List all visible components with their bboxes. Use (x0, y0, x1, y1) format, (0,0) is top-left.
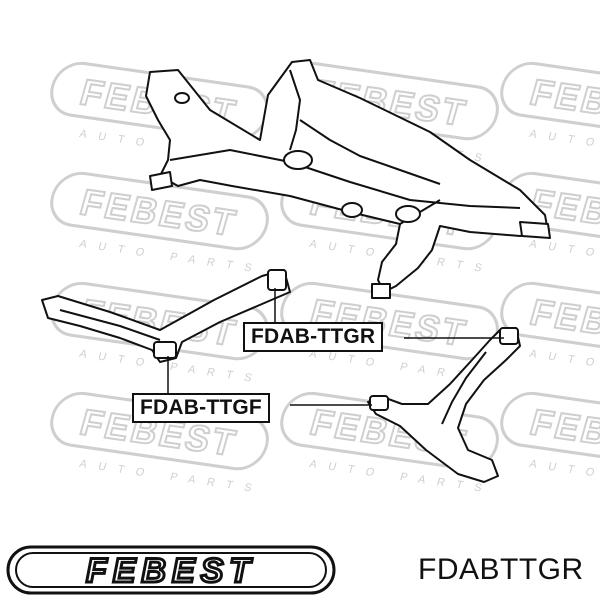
leader-lines (167, 288, 504, 406)
febest-logo: FEBEST (6, 545, 336, 595)
left-control-arm-drawing (41, 269, 291, 363)
watermark-tagline: AUTO PARTS (528, 348, 600, 386)
callout-fdab-ttgr: FDAB-TTGR (243, 322, 384, 352)
part-number: FDABTTGR (418, 553, 584, 586)
watermark-frame (500, 391, 600, 471)
callout-fdab-ttgf: FDAB-TTGF (132, 393, 270, 423)
watermark-tagline: AUTO PARTS (78, 238, 265, 276)
watermark-tagline: AUTO PARTS (528, 238, 600, 276)
watermark-tagline: AUTO PARTS (528, 458, 600, 496)
watermark-tagline: AUTO PARTS (528, 128, 600, 166)
subframe-drawing (145, 59, 551, 299)
watermark-brand: FEBEST (76, 181, 243, 244)
febest-logo-text: FEBEST (86, 552, 256, 590)
watermark-frame (500, 61, 600, 141)
right-control-arm-drawing (367, 327, 521, 483)
watermark-frame (500, 281, 600, 361)
watermark-tagline: AUTO PARTS (78, 458, 265, 496)
